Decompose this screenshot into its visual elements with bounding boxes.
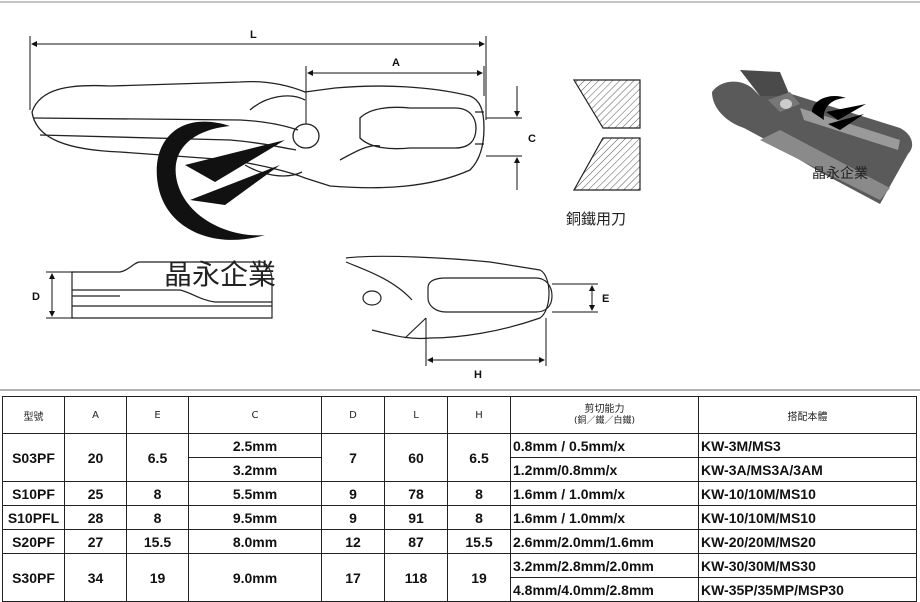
cell-tool: KW-35P/35MP/MSP30 [698, 577, 917, 602]
cell-a: 28 [64, 505, 127, 530]
cell-c: 2.5mm [188, 433, 322, 458]
header-capacity: 剪切能力 (銅／鐵／白鐵) [510, 396, 699, 434]
cell-l: 118 [384, 553, 448, 602]
nipper-top-view [31, 80, 485, 189]
header-capacity-sub: (銅／鐵／白鐵) [573, 416, 636, 426]
table-row: 3.2mm 1.2mm/0.8mm/x KW-3A/MS3A/3AM [3, 457, 917, 482]
cell-d: 12 [321, 529, 385, 554]
dimension-A [305, 66, 485, 124]
cell-capacity: 2.6mm/2.0mm/1.6mm [510, 529, 699, 554]
cell-e: 19 [126, 553, 189, 602]
header-c: C [188, 396, 322, 434]
cell-d: 9 [321, 481, 385, 506]
header-e: E [126, 396, 189, 434]
cell-capacity: 1.2mm/0.8mm/x [510, 457, 699, 482]
logo-mark-icon [156, 121, 285, 240]
header-model: 型號 [2, 396, 65, 434]
cell-e: 8 [126, 505, 189, 530]
cell-model: S03PF [2, 433, 65, 482]
cell-e: 8 [126, 481, 189, 506]
dimension-label-C: C [528, 133, 536, 145]
cell-tool: KW-3M/MS3 [698, 433, 917, 458]
header-d: D [321, 396, 385, 434]
dimension-E [552, 283, 598, 313]
cell-a: 27 [64, 529, 127, 554]
table-row: S10PF 25 8 5.5mm 9 78 8 1.6mm / 1.0mm/x … [2, 481, 917, 506]
cell-h: 8 [447, 481, 511, 506]
cell-tool: KW-30/30M/MS30 [698, 553, 917, 578]
cell-l: 87 [384, 529, 448, 554]
table-header-row: 型號 A E C D L H 剪切能力 (銅／鐵／白鐵) 搭配本體 [2, 396, 917, 434]
cell-c: 9.5mm [188, 505, 322, 530]
spec-table: 型號 A E C D L H 剪切能力 (銅／鐵／白鐵) 搭配本體 S03PF … [2, 396, 917, 602]
header-capacity-label: 剪切能力 [584, 404, 625, 415]
cell-tool: KW-20/20M/MS20 [698, 529, 917, 554]
product-photo [712, 70, 913, 204]
cell-model: S10PFL [2, 505, 65, 530]
cell-capacity: 1.6mm / 1.0mm/x [510, 481, 699, 506]
cell-a: 34 [64, 553, 127, 602]
cell-h: 6.5 [447, 433, 511, 482]
header-h: H [447, 396, 511, 434]
watermark-text: 晶永企業 [164, 258, 276, 291]
dimension-H [425, 318, 547, 366]
cell-h: 19 [447, 553, 511, 602]
header-tool: 搭配本體 [698, 396, 917, 434]
cell-capacity: 1.6mm / 1.0mm/x [510, 505, 699, 530]
dimension-label-H: H [474, 369, 482, 381]
cell-c: 3.2mm [188, 457, 322, 482]
product-watermark-text: 晶永企業 [812, 165, 868, 182]
cell-a: 25 [64, 481, 127, 506]
cell-l: 60 [384, 433, 448, 482]
cell-e: 15.5 [126, 529, 189, 554]
cell-l: 91 [384, 505, 448, 530]
table-row: S20PF 27 15.5 8.0mm 12 87 15.5 2.6mm/2.0… [2, 529, 917, 554]
cell-tool: KW-3A/MS3A/3AM [698, 457, 917, 482]
cell-c: 9.0mm [188, 553, 322, 602]
cell-c: 5.5mm [188, 481, 322, 506]
jaw-detail [345, 255, 553, 340]
dimension-label-A: A [392, 57, 400, 69]
cell-model: S10PF [2, 481, 65, 506]
header-l: L [384, 396, 448, 434]
cell-d: 9 [321, 505, 385, 530]
cell-capacity: 3.2mm/2.8mm/2.0mm [510, 553, 699, 578]
cell-a: 20 [64, 433, 127, 482]
cell-d: 7 [321, 433, 385, 482]
cell-e: 6.5 [126, 433, 189, 482]
cell-c: 8.0mm [188, 529, 322, 554]
dimension-C [486, 86, 522, 190]
cell-model: S30PF [2, 553, 65, 602]
dimension-label-L: L [250, 29, 257, 41]
table-row: S03PF 20 6.5 2.5mm 7 60 6.5 0.8mm / 0.5m… [2, 433, 917, 482]
technical-drawing: L A C 晶永企業 銅鐵用刀 晶永企業 [0, 1, 920, 391]
cell-d: 17 [321, 553, 385, 602]
table-row: S10PFL 28 8 9.5mm 9 91 8 1.6mm / 1.0mm/x… [2, 505, 917, 530]
dimension-D [46, 271, 74, 319]
dimension-label-D: D [32, 291, 40, 303]
cell-tool: KW-10/10M/MS10 [698, 481, 917, 506]
blade-caption: 銅鐵用刀 [566, 210, 626, 228]
header-a: A [64, 396, 127, 434]
table-row: S30PF 34 19 9.0mm 17 118 19 3.2mm/2.8mm/… [2, 553, 917, 602]
nipper-side-profile [71, 261, 273, 319]
table-row: 4.8mm/4.0mm/2.8mm KW-35P/35MP/MSP30 [3, 577, 917, 602]
dimension-L [29, 36, 487, 120]
cell-h: 8 [447, 505, 511, 530]
dimension-label-E: E [602, 293, 609, 305]
cell-tool: KW-10/10M/MS10 [698, 505, 917, 530]
cell-l: 78 [384, 481, 448, 506]
cell-model: S20PF [2, 529, 65, 554]
cell-h: 15.5 [447, 529, 511, 554]
blade-cross-section [572, 79, 641, 191]
cell-capacity: 4.8mm/4.0mm/2.8mm [510, 577, 699, 602]
cell-capacity: 0.8mm / 0.5mm/x [510, 433, 699, 458]
